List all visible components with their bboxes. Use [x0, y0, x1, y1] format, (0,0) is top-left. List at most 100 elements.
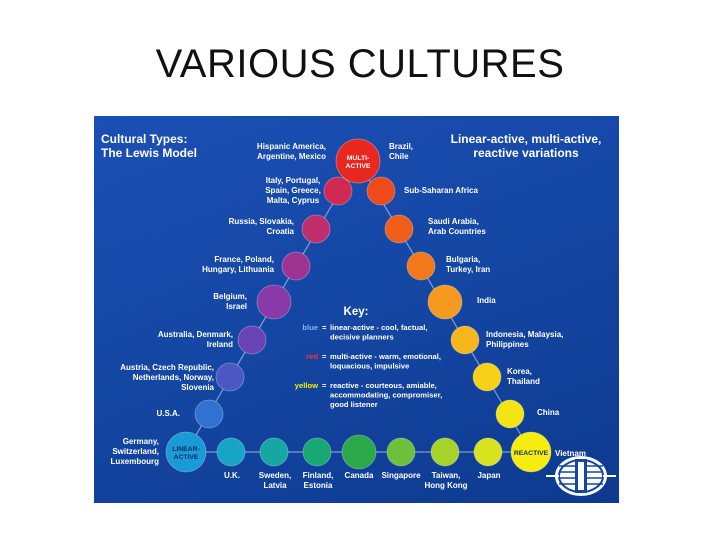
node-austria	[215, 362, 245, 392]
node-italy-circle	[323, 176, 353, 206]
key-desc-red-line: loquacious, impulsive	[330, 362, 409, 371]
node-belgium-label-line: Israel	[226, 302, 247, 311]
node-italy-label: Italy, Portugal,Spain, Greece,Malta, Cyp…	[265, 176, 321, 205]
node-sweden-circle	[259, 437, 289, 467]
node-taiwan-circle	[430, 437, 460, 467]
node-korea	[472, 362, 502, 392]
node-india	[427, 284, 463, 320]
node-multi-active-inner: MULTI-ACTIVE	[346, 155, 371, 170]
node-italy-label-line: Italy, Portugal,	[266, 176, 321, 185]
node-france-label-line: Hungary, Lithuania	[202, 265, 274, 274]
node-sweden-label-line: Latvia	[263, 481, 287, 490]
key-desc-blue: linear-active - cool, factual,decisive p…	[330, 323, 427, 342]
heading-left: Cultural Types:The Lewis Model	[101, 132, 197, 160]
node-india-circle	[427, 284, 463, 320]
node-china-circle	[495, 399, 525, 429]
node-russia-circle	[301, 214, 331, 244]
node-france-label: France, Poland,Hungary, Lithuania	[202, 255, 274, 274]
node-taiwan-label-line: Hong Kong	[424, 481, 467, 490]
node-saudi	[384, 214, 414, 244]
node-subsahara-label-line: Sub-Saharan Africa	[404, 186, 478, 195]
node-austria-label-line: Netherlands, Norway,	[133, 373, 214, 382]
key-desc-yellow-line: reactive - courteous, amiable,	[330, 381, 437, 390]
key-word-red: red	[306, 352, 318, 361]
node-indonesia-circle	[450, 325, 480, 355]
node-canada-label: Canada	[345, 471, 374, 480]
node-australia-label: Australia, Denmark,Ireland	[158, 330, 233, 349]
node-multi-active	[335, 138, 381, 184]
node-korea-circle	[472, 362, 502, 392]
heading-left-line: Cultural Types:	[101, 132, 187, 146]
node-uk-label: U.K.	[224, 471, 240, 480]
node-taiwan-label: Taiwan,Hong Kong	[424, 471, 467, 490]
node-korea-label-line: Korea,	[507, 367, 532, 376]
node-linear-active-inner-line: ACTIVE	[174, 454, 199, 461]
key-desc-yellow-line: good listener	[330, 400, 378, 409]
node-linear-active-label-line: Switzerland,	[112, 447, 159, 456]
node-singapore	[386, 437, 416, 467]
node-usa-label: U.S.A.	[156, 409, 180, 418]
node-russia-label-line: Russia, Slovakia,	[229, 217, 294, 226]
node-canada-circle	[341, 434, 377, 470]
node-reactive-inner: REACTIVE	[514, 450, 549, 457]
node-austria-label-line: Austria, Czech Republic,	[120, 363, 214, 372]
node-bulgaria-label: Bulgaria,Turkey, Iran	[446, 255, 490, 274]
node-finland	[302, 437, 332, 467]
key-desc-yellow: reactive - courteous, amiable,accommodat…	[330, 381, 442, 409]
key-desc-blue-line: linear-active - cool, factual,	[330, 323, 427, 332]
node-finland-circle	[302, 437, 332, 467]
node-linear-active-label-line: Luxembourg	[111, 457, 160, 466]
node-finland-label-line: Finland,	[303, 471, 334, 480]
node-uk	[216, 437, 246, 467]
node-brazil-label-line: Chile	[389, 152, 409, 161]
node-bulgaria	[406, 251, 436, 281]
key-desc-blue-line: decisive planners	[330, 333, 394, 342]
node-austria-label: Austria, Czech Republic,Netherlands, Nor…	[120, 363, 214, 392]
key-equals: =	[322, 323, 327, 332]
heading-right-line: reactive variations	[473, 146, 579, 160]
node-japan-circle	[473, 437, 503, 467]
node-multi-active-inner-line: MULTI-	[347, 155, 370, 162]
node-linear-active	[165, 431, 207, 473]
node-reactive	[510, 431, 552, 473]
node-australia	[237, 325, 267, 355]
node-usa-circle	[194, 399, 224, 429]
node-reactive-label: Vietnam	[555, 449, 586, 458]
node-indonesia	[450, 325, 480, 355]
node-belgium-label-line: Belgium,	[213, 292, 247, 301]
node-bulgaria-label-line: Bulgaria,	[446, 255, 480, 264]
node-linear-active-label: Germany,Switzerland,Luxembourg	[111, 437, 160, 466]
node-finland-label-line: Estonia	[304, 481, 333, 490]
node-canada-label-line: Canada	[345, 471, 374, 480]
node-australia-label-line: Ireland	[207, 340, 233, 349]
node-korea-label-line: Thailand	[507, 377, 540, 386]
node-multi-active-circle	[335, 138, 381, 184]
key-title: Key:	[344, 306, 369, 318]
node-indonesia-label: Indonesia, Malaysia,Philippines	[486, 330, 563, 349]
node-japan-label-line: Japan	[477, 471, 500, 480]
node-italy-label-line: Malta, Cyprus	[267, 196, 320, 205]
node-china-label: China	[537, 408, 560, 417]
node-indonesia-label-line: Philippines	[486, 340, 529, 349]
key-desc-red-line: multi-active - warm, emotional,	[330, 352, 441, 361]
node-linear-active-circle	[165, 431, 207, 473]
node-india-label: India	[477, 296, 496, 305]
node-saudi-label-line: Arab Countries	[428, 227, 486, 236]
node-russia-label: Russia, Slovakia,Croatia	[229, 217, 295, 236]
node-japan-label: Japan	[477, 471, 500, 480]
node-australia-circle	[237, 325, 267, 355]
key-equals: =	[322, 381, 327, 390]
node-subsahara	[366, 176, 396, 206]
node-taiwan	[430, 437, 460, 467]
node-belgium	[256, 284, 292, 320]
node-brazil-label-line: Brazil,	[389, 142, 413, 151]
node-france-circle	[281, 251, 311, 281]
node-sweden	[259, 437, 289, 467]
key-word-yellow: yellow	[295, 381, 318, 390]
node-italy	[323, 176, 353, 206]
key-word-blue: blue	[302, 323, 318, 332]
node-linear-active-label-line: Germany,	[123, 437, 159, 446]
node-russia-label-line: Croatia	[266, 227, 294, 236]
node-reactive-label-line: Vietnam	[555, 449, 586, 458]
